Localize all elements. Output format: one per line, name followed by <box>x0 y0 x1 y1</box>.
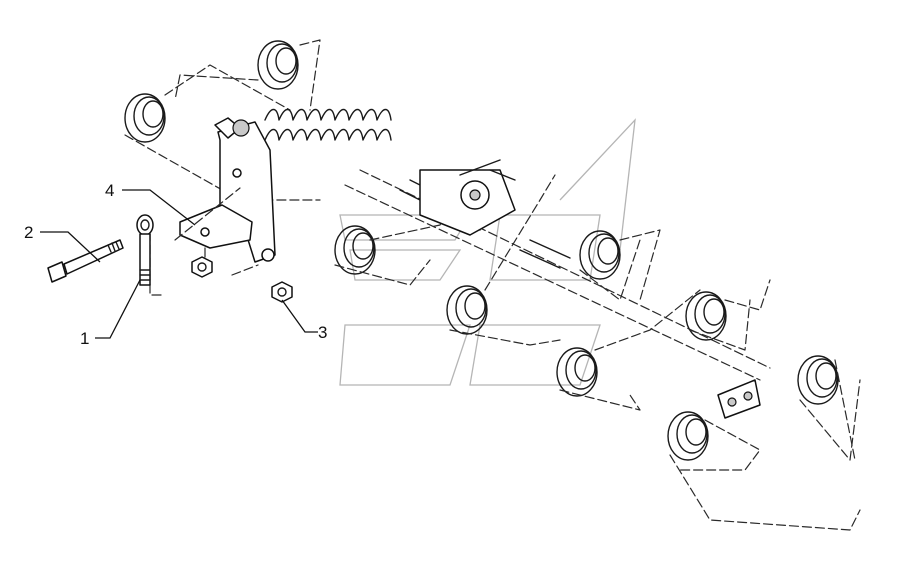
tine-coil <box>124 93 166 143</box>
tine-coil <box>334 225 376 275</box>
nut-part-3 <box>191 256 293 303</box>
tine-coil <box>685 291 727 341</box>
spring-tines <box>124 40 839 461</box>
tine-coil <box>797 355 839 405</box>
eye-bolt-part-1 <box>136 214 154 286</box>
callout-leaders <box>40 189 318 339</box>
callout-3: 3 <box>318 323 327 342</box>
tension-spring <box>264 108 392 141</box>
callout-4: 4 <box>105 181 114 200</box>
callout-labels: 1 2 3 4 <box>24 181 327 348</box>
callout-2: 2 <box>24 223 33 242</box>
rotor-bar <box>344 169 771 381</box>
hub-assembly <box>419 159 516 236</box>
tine-clamp <box>717 379 761 419</box>
tine-wires <box>124 39 861 531</box>
tine-coil <box>579 230 621 280</box>
tine-coil <box>257 40 299 90</box>
bracket-part-4 <box>179 117 276 263</box>
tine-coil <box>667 411 709 461</box>
leader-4 <box>122 189 196 226</box>
leader-3 <box>281 299 318 333</box>
leader-2 <box>40 231 101 263</box>
callout-1: 1 <box>80 329 89 348</box>
leader-1 <box>95 279 141 339</box>
bolt-part-2 <box>47 239 124 283</box>
watermark-logo <box>339 118 636 386</box>
tine-coil <box>556 347 598 397</box>
tine-coil <box>446 285 488 335</box>
